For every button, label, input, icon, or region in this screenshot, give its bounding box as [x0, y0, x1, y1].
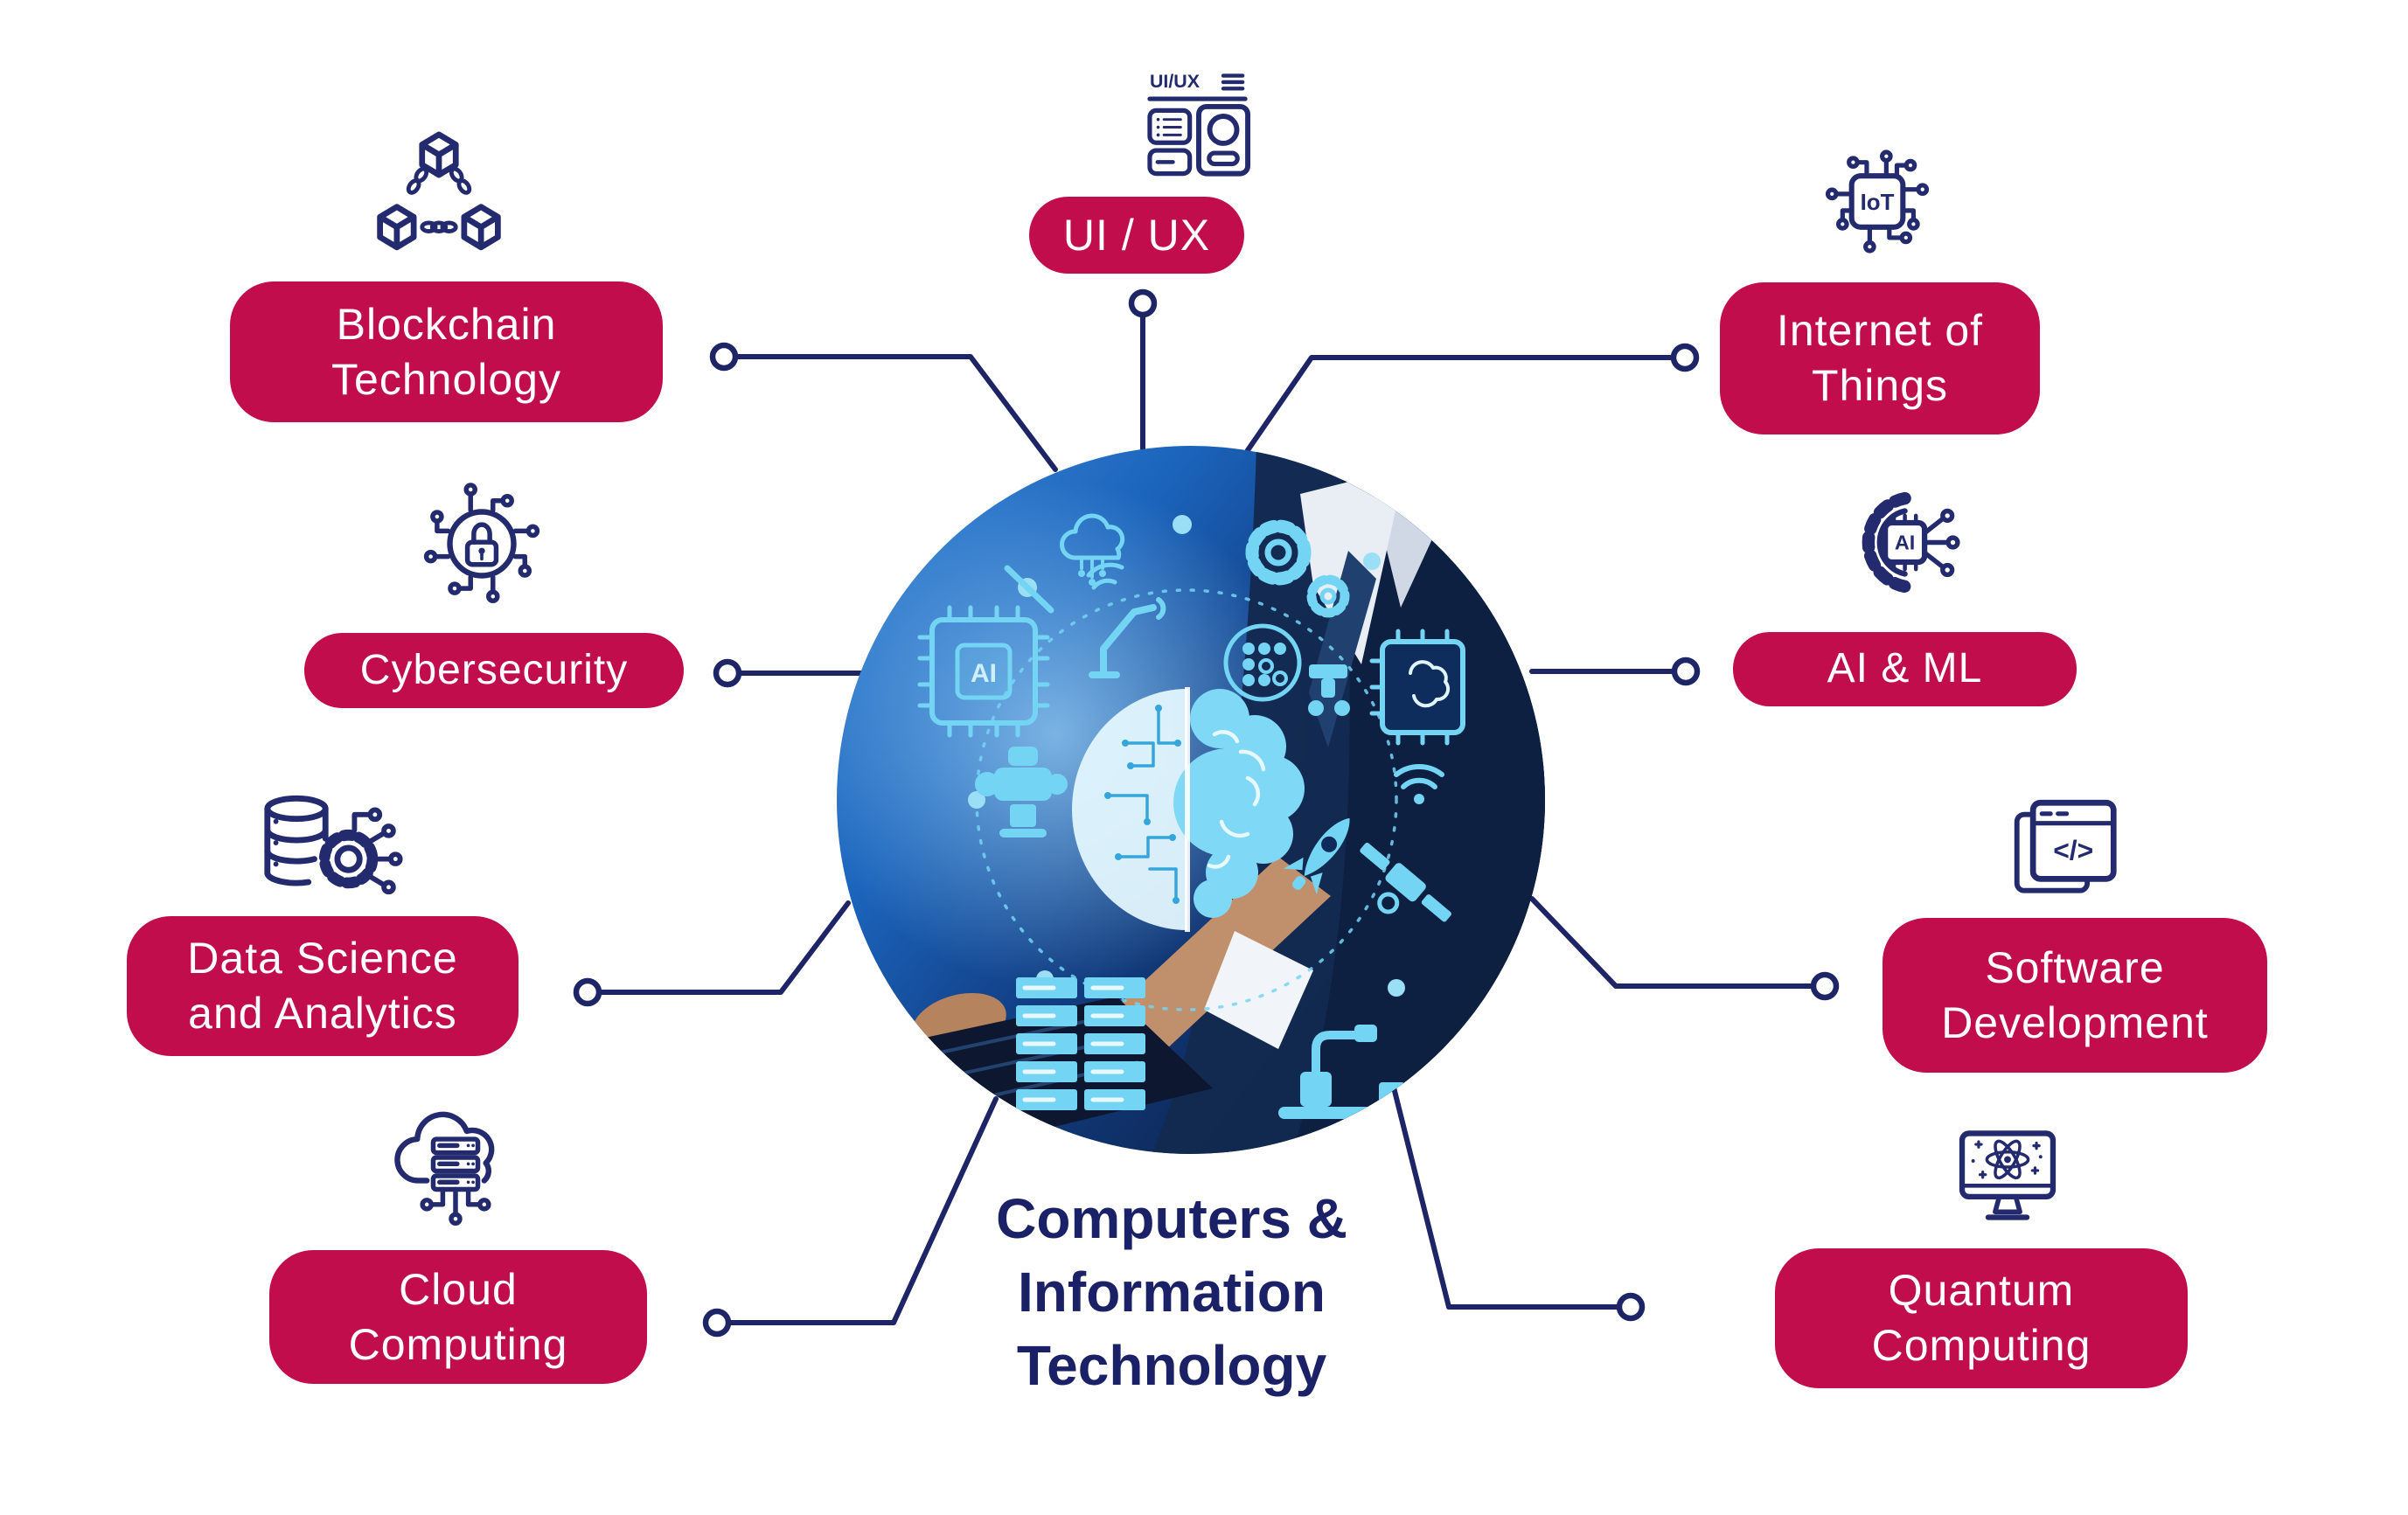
connector-iot	[1245, 355, 1675, 453]
atom-monitor-icon	[1952, 1122, 2063, 1239]
label-text: Blockchain	[336, 299, 557, 349]
label-text: UI / UX	[1062, 210, 1211, 260]
label-data-science: Data Science and Analytics	[127, 916, 518, 1056]
ai-chip-label: AI	[971, 659, 997, 688]
connector-dot-uiux	[1128, 288, 1158, 318]
label-text: Computing	[1871, 1321, 2091, 1370]
hologram-gears-icon	[1245, 519, 1350, 618]
label-text: Internet of	[1776, 306, 1984, 355]
label-text: Software	[1985, 942, 2165, 992]
hologram-ai-chip-icon: AI	[917, 605, 1050, 738]
svg-text:AI: AI	[1895, 532, 1915, 554]
hologram-server-racks-icon	[1016, 977, 1145, 1110]
label-text: Data Science	[187, 934, 458, 983]
label-internet-of-things: Internet of Things	[1720, 282, 2040, 434]
hologram-wifi-icon	[1394, 764, 1444, 804]
label-text: Development	[1941, 997, 2209, 1047]
blockchain-cubes-icon	[372, 129, 506, 268]
hologram-robot-arm-icon	[1086, 562, 1166, 678]
svg-text:IoT: IoT	[1861, 191, 1895, 215]
label-text: AI & ML	[1827, 645, 1983, 692]
label-software-development: Software Development	[1883, 918, 2267, 1073]
iot-chip-icon: IoT	[1817, 138, 1938, 265]
connector-blockchain	[734, 354, 1058, 472]
label-text: and Analytics	[188, 989, 457, 1038]
connector-dot-software	[1810, 971, 1840, 1001]
center-photo: AI	[837, 446, 1545, 1154]
label-cloud-computing: Cloud Computing	[269, 1250, 647, 1384]
orbit-pin	[1004, 565, 1054, 614]
uiux-wireframe-icon: UI/UX	[1147, 68, 1250, 177]
label-ai-ml: AI & ML	[1733, 632, 2077, 706]
center-title: Computers & Information Technology	[874, 1182, 1469, 1402]
label-cybersecurity: Cybersecurity	[304, 633, 684, 708]
half-gear-ai-chip-icon: AI	[1839, 479, 1965, 606]
label-uiux: UI / UX	[1029, 197, 1244, 274]
label-text: Quantum	[1888, 1266, 2075, 1315]
lock-circuit-icon	[418, 479, 546, 608]
database-gear-icon	[261, 794, 406, 897]
svg-text:</>: </>	[2053, 835, 2093, 866]
code-window-icon: </>	[2007, 794, 2124, 904]
label-text: Cloud	[399, 1264, 518, 1314]
connector-software	[1529, 896, 1815, 989]
connector-dot-iot	[1670, 343, 1700, 372]
label-text: Computing	[348, 1319, 568, 1369]
svg-text:UI/UX: UI/UX	[1150, 71, 1201, 92]
connector-dot-cloud	[702, 1308, 732, 1338]
label-text: Technology	[331, 354, 561, 404]
hologram-cloud-icon	[1060, 513, 1125, 586]
cloud-server-icon	[392, 1095, 519, 1230]
tech-hologram-collage: AI	[917, 513, 1465, 1119]
connector-dot-cyber	[713, 658, 742, 688]
label-blockchain: Blockchain Technology	[230, 281, 663, 422]
connector-dot-quantum	[1616, 1292, 1646, 1322]
hologram-toy-robot-icon	[975, 747, 1068, 837]
connector-dot-blockchain	[709, 342, 739, 372]
label-text: Cybersecurity	[359, 646, 629, 693]
hologram-brain-chip-icon	[1369, 629, 1465, 746]
label-text: Things	[1811, 361, 1949, 410]
hologram-brain-icon	[1072, 687, 1305, 932]
connector-dot-aiml	[1671, 657, 1701, 686]
title-line: Technology	[1016, 1334, 1327, 1397]
hologram-satellite-icon	[1360, 842, 1451, 922]
hologram-rocket-icon	[1283, 817, 1350, 895]
title-line: Information	[1018, 1261, 1326, 1324]
connector-datasci	[597, 900, 851, 995]
connector-dot-datasci	[573, 977, 602, 1007]
title-line: Computers &	[996, 1187, 1347, 1250]
hologram-dots-badge-icon	[1223, 623, 1302, 702]
label-quantum-computing: Quantum Computing	[1775, 1248, 2188, 1388]
photo-glow	[837, 481, 1309, 988]
hologram-gripper-icon	[1308, 664, 1350, 716]
